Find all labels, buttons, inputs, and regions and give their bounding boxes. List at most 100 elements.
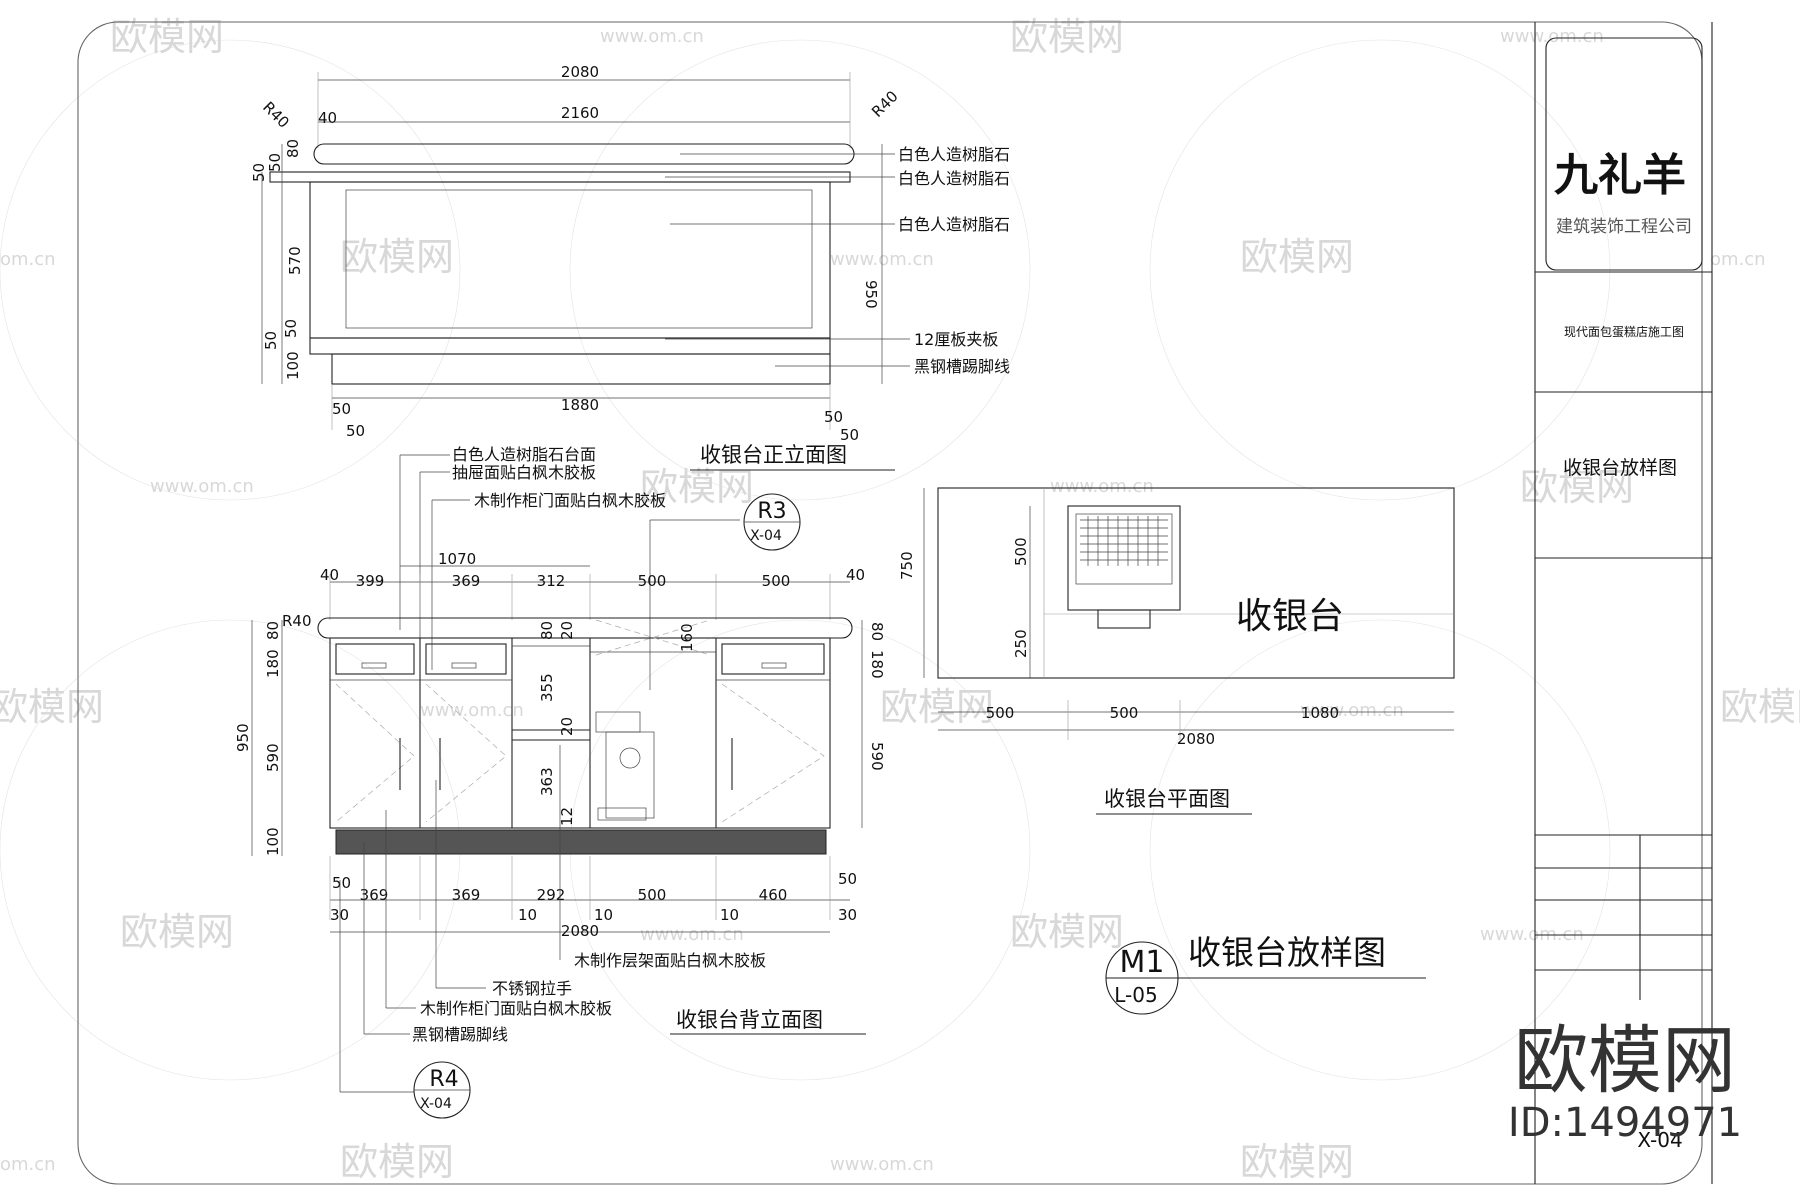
callout-label: 抽屉面贴白枫木胶板 [452,463,596,482]
watermark-url: www.om.cn [1480,924,1584,945]
dim-label: 500 [1012,537,1030,566]
logo-frame [1545,37,1703,271]
dim-label: 363 [538,767,556,796]
dim-label: 950 [234,723,252,752]
material-label: 白色人造树脂石 [898,145,1010,164]
marker-ref: X-04 [750,528,782,544]
watermark-brand: 欧模网 [1240,235,1354,279]
dim-label: 50 [262,331,280,350]
dim-label: 80 [284,139,302,158]
back-carcass [329,637,831,829]
marker-id: M1 [1120,945,1165,980]
dim-label: 50 [824,408,843,426]
material-label: 白色人造树脂石 [898,169,1010,188]
watermark-brand: 欧模网 [1240,1140,1354,1184]
dim-label: 50 [840,426,859,444]
dim-label: 1080 [1301,704,1339,722]
company-logo: 九礼羊 [1554,150,1686,201]
drawer-front [425,643,507,675]
watermark-big-brand: 欧模网 [1514,1018,1736,1104]
dim-label: 100 [284,351,302,380]
dim-radius: R40 [282,612,312,630]
dim-label: 10 [518,906,537,924]
title-block: 九礼羊 建筑装饰工程公司 现代面包蛋糕店施工图 收银台放样图 X-04 欧模网 … [1508,22,1742,1184]
dim-label: 40 [846,566,865,584]
watermark-brand: 欧模网 [340,235,454,279]
dim-label: 20 [558,621,576,640]
watermark-brand: 欧模网 [0,685,104,729]
section-marker-r3: R3 X-04 [649,493,801,690]
marker-ref: X-04 [420,1096,452,1112]
dim-label: 180 [868,650,886,679]
plan-title: 收银台平面图 [1104,787,1230,811]
dim-label: 500 [638,886,667,904]
dim-label: 312 [537,572,566,590]
dim-label: 30 [838,906,857,924]
section-marker-r4: R4 X-04 [339,880,471,1119]
dim-radius-right: R40 [868,87,902,121]
dim-label: 292 [537,886,566,904]
marker-id: R4 [429,1067,458,1092]
callout-label: 木制作柜门面贴白枫木胶板 [474,491,666,510]
watermark-url: www.om.cn [1300,700,1404,721]
dim-label: 50 [332,874,351,892]
dim-label: 2080 [561,63,599,81]
dim-label: 369 [360,886,389,904]
watermark-url: www.om.cn [1050,476,1154,497]
callout-label: 不锈钢拉手 [492,979,572,998]
dim-label: 399 [356,572,385,590]
material-label: 白色人造树脂石 [898,215,1010,234]
watermark-brand: 欧模网 [880,685,994,729]
dim-label: 250 [1012,629,1030,658]
dim-label: 2080 [1177,730,1215,748]
device-box [605,731,655,819]
watermark-url: www.om.cn [600,26,704,47]
watermark-url: www.om.cn [830,1154,934,1175]
dim-label: 750 [898,551,916,580]
drawer-handle [451,662,477,669]
drawing-title: 收银台放样图 [1188,933,1386,972]
plan-counter-outline [937,487,1455,679]
dim-label: 500 [762,572,791,590]
watermark-brand: 欧模网 [1010,910,1124,954]
dim-label: 50 [282,319,300,338]
dim-label: 50 [266,153,284,172]
dim-label: 10 [594,906,613,924]
dim-label: 10 [720,906,739,924]
dim-label: 950 [862,280,880,309]
dim-label: 40 [320,566,339,584]
watermark-brand: 欧模网 [640,465,754,509]
dim-label: 12 [558,807,576,826]
drawer-handle [761,662,787,669]
dim-label: 460 [759,886,788,904]
cash-register [1067,505,1181,611]
watermark-url: www.om.cn [420,700,524,721]
watermark-layer: 欧模网 欧模网 www.om.cn www.om.cn 欧模网 欧模网 om.c… [0,15,1800,1184]
front-elevation-title: 收银台正立面图 [700,443,847,467]
dim-label: 369 [452,572,481,590]
dim-label: 2160 [561,104,599,122]
dim-label: 500 [638,572,667,590]
dim-label: 50 [250,163,268,182]
marker-id: R3 [757,499,786,524]
dim-label: 355 [538,673,556,702]
dim-label: 80 [868,622,886,641]
material-label: 黑钢槽踢脚线 [914,357,1010,376]
callout-label: 木制作层架面贴白枫木胶板 [574,951,766,970]
dim-label: 590 [868,742,886,771]
dim-label: 1880 [561,396,599,414]
plan-view: 收银台 750 500 250 500 500 1080 2080 收银台平面图 [898,487,1455,815]
sheet-number: X-04 [1637,1128,1682,1152]
watermark-url: om.cn [0,249,56,270]
drawing-title-m1: M1 L-05 收银台放样图 [1105,933,1426,1015]
dim-label: 30 [330,906,349,924]
dim-label: 50 [838,870,857,888]
dim-label: 80 [264,621,282,640]
watermark-id: ID:1494971 [1508,1100,1742,1146]
register-keypad [1080,516,1168,566]
material-label: 12厘板夹板 [914,330,998,349]
sheet-border [77,21,1703,1185]
dim-label: 50 [332,400,351,418]
watermark-url: om.cn [1710,249,1766,270]
